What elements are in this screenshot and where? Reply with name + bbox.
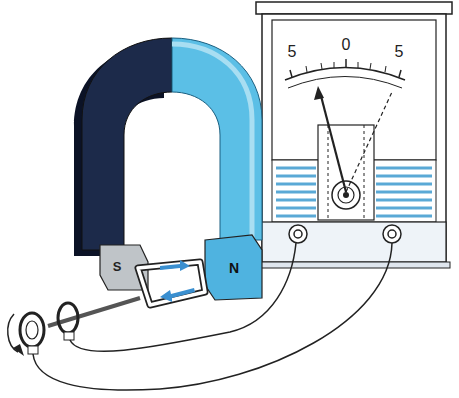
current-arrow bbox=[160, 288, 195, 302]
scale-tick bbox=[306, 66, 307, 72]
hair-spring bbox=[332, 181, 360, 209]
stripe bbox=[376, 207, 432, 210]
stripe bbox=[276, 167, 316, 170]
stripe bbox=[276, 207, 316, 210]
scale-number: 5 bbox=[395, 44, 404, 60]
magnet-left-arm bbox=[82, 38, 172, 250]
scale-number: 0 bbox=[342, 37, 351, 53]
terminal bbox=[294, 230, 302, 238]
scale-tick bbox=[290, 70, 292, 77]
slip-ring bbox=[26, 321, 38, 339]
terminal bbox=[383, 225, 401, 243]
scale-number: 5 bbox=[288, 44, 297, 60]
scale-tick bbox=[370, 63, 371, 69]
scale-tick bbox=[399, 70, 401, 77]
scale-tick bbox=[385, 66, 386, 72]
needle-alt bbox=[346, 92, 392, 192]
pole-letter: S bbox=[113, 260, 122, 273]
stripe bbox=[276, 199, 316, 202]
scale-arc bbox=[285, 68, 405, 81]
rotation-arrowhead bbox=[13, 344, 24, 356]
terminal bbox=[388, 230, 396, 238]
magnet-highlight bbox=[172, 44, 252, 238]
needle-tip bbox=[314, 86, 324, 100]
stripe bbox=[276, 215, 316, 218]
stripe bbox=[376, 183, 432, 186]
meter-base bbox=[262, 222, 446, 262]
scale-tick bbox=[334, 62, 335, 68]
slip-ring bbox=[58, 303, 78, 333]
stripe bbox=[276, 175, 316, 178]
magnet-right-arm bbox=[172, 38, 262, 240]
brush bbox=[64, 332, 74, 340]
frame-line bbox=[364, 125, 365, 220]
pivot bbox=[343, 192, 349, 198]
meter-foot bbox=[258, 262, 450, 268]
stripe bbox=[376, 215, 432, 218]
meter-cap bbox=[256, 2, 452, 14]
stripe bbox=[376, 191, 432, 194]
scale-tick bbox=[321, 63, 322, 69]
current-arrow bbox=[160, 260, 190, 271]
wire bbox=[70, 243, 296, 351]
wire bbox=[33, 243, 392, 390]
shaft bbox=[48, 298, 140, 326]
stripe bbox=[276, 183, 316, 186]
pole-letter: N bbox=[229, 261, 239, 275]
scale-arc bbox=[288, 77, 402, 89]
stripe bbox=[376, 199, 432, 202]
brush bbox=[28, 346, 38, 354]
scale-tick bbox=[358, 62, 359, 68]
meter-body bbox=[262, 14, 446, 262]
north-pole-piece bbox=[205, 235, 262, 300]
slip-ring bbox=[20, 313, 44, 347]
terminal bbox=[289, 225, 307, 243]
scale-tick bbox=[345, 59, 347, 67]
stripe bbox=[376, 175, 432, 178]
needle bbox=[321, 96, 346, 192]
stripe bbox=[276, 191, 316, 194]
stripe bbox=[376, 167, 432, 170]
movement-frame bbox=[318, 125, 374, 220]
frame-line bbox=[328, 125, 329, 220]
